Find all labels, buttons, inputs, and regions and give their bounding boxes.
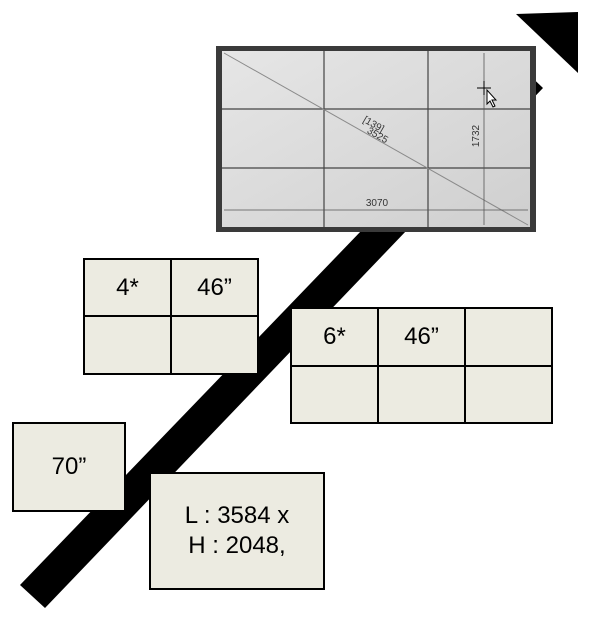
grid-2x3-cell-5 [377,365,466,424]
width-label: 3070 [366,198,389,209]
grid-2x2-cell-4 [170,315,259,375]
resolution-line-1: L : 3584 x [184,502,290,529]
arrow-head [516,12,578,73]
diagonal-dimension-line [223,52,529,226]
grid-2x3-cell-4 [290,365,379,424]
single-screen-70: 70” [12,422,126,512]
grid-2x3-cell-6 [464,365,553,424]
grid-2x2-cell-3 [83,315,172,375]
screen-wall-drawing: [139] 3525 1732 3070 [216,46,536,232]
grid-2x3-cell-2: 46” [377,307,466,367]
resolution-line-2: H : 2048, [188,532,286,559]
height-label: 1732 [471,124,482,147]
move-cursor-icon [477,81,498,108]
grid-2x2-cell-2: 46” [170,258,259,317]
resolution-box: L : 3584 x H : 2048, [149,472,325,590]
grid-2x2-cell-1: 4* [83,258,172,317]
grid-2x3-cell-1: 6* [290,307,379,367]
grid-2x3-cell-3 [464,307,553,367]
